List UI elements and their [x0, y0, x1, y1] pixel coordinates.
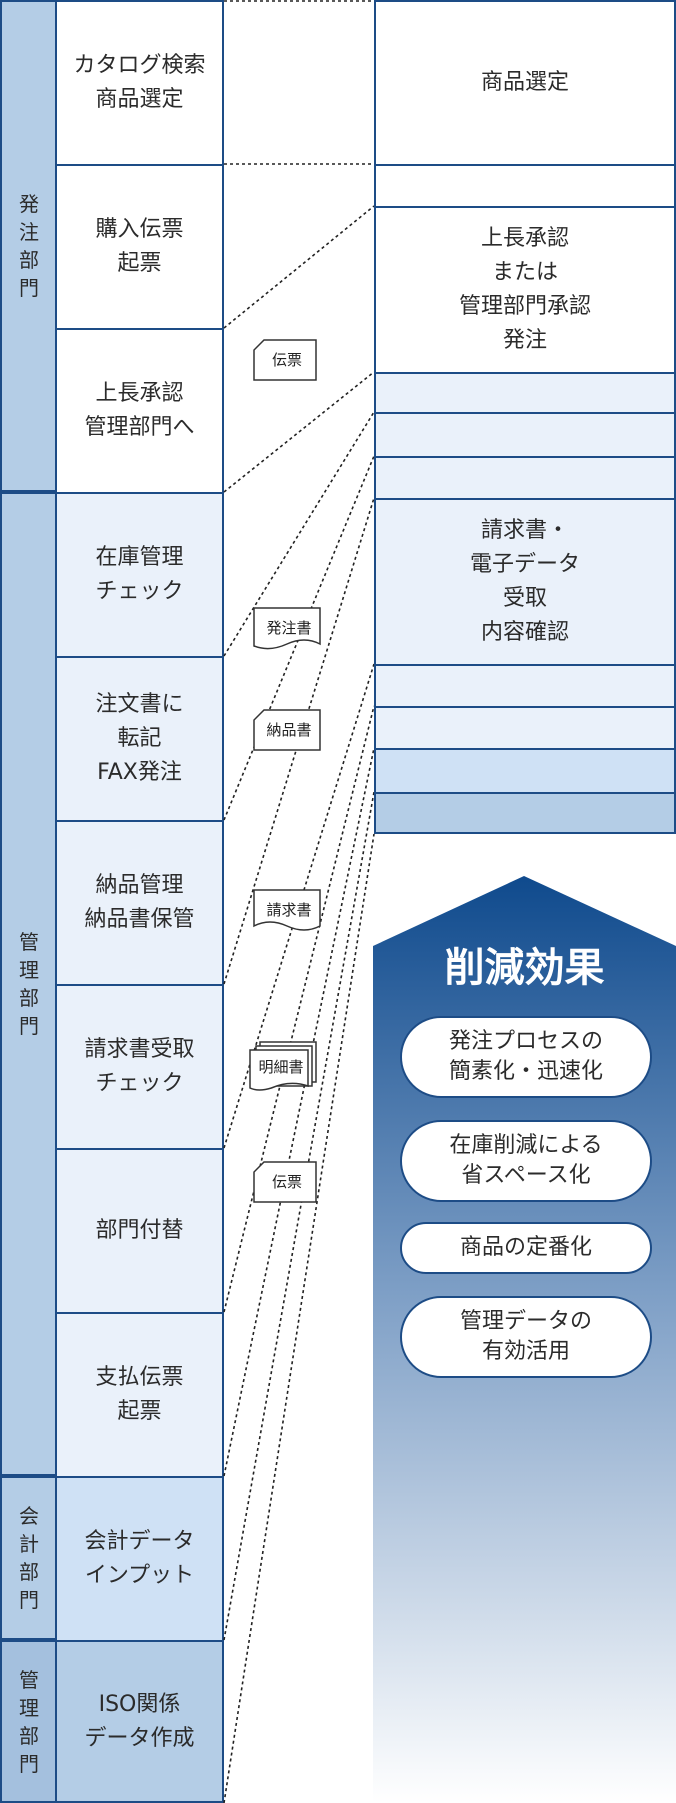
department-block: 管 理 部 門 — [0, 492, 56, 1476]
process-step: 注文書に 転記 FAX発注 — [55, 656, 224, 820]
connector-line — [223, 833, 375, 1803]
streamlined-step — [374, 664, 676, 706]
streamlined-step: 請求書・ 電子データ 受取 内容確認 — [374, 498, 676, 664]
streamlined-step — [374, 748, 676, 792]
connector-line — [223, 205, 375, 329]
benefit-item: 商品の定番化 — [400, 1222, 652, 1274]
department-block: 管 理 部 門 — [0, 1640, 56, 1803]
process-step: 請求書受取 チェック — [55, 984, 224, 1148]
process-step: 納品管理 納品書保管 — [55, 820, 224, 984]
process-step: ISO関係 データ作成 — [55, 1640, 224, 1803]
benefit-item: 管理データの 有効活用 — [400, 1296, 652, 1378]
streamlined-step — [374, 164, 676, 206]
svg-text:伝票: 伝票 — [272, 1173, 302, 1191]
streamlined-step — [374, 792, 676, 834]
process-step: 部門付替 — [55, 1148, 224, 1312]
benefit-item: 発注プロセスの 簡素化・迅速化 — [400, 1016, 652, 1098]
department-block: 発 注 部 門 — [0, 0, 56, 492]
process-step: 在庫管理 チェック — [55, 492, 224, 656]
document-tag: 納品書 — [253, 709, 321, 751]
connector-line — [223, 705, 375, 1313]
process-step: 上長承認 管理部門へ — [55, 328, 224, 492]
process-step: カタログ検索 商品選定 — [55, 0, 224, 164]
process-step: 購入伝票 起票 — [55, 164, 224, 328]
streamlined-step — [374, 456, 676, 498]
svg-text:納品書: 納品書 — [266, 721, 311, 739]
svg-text:発注書: 発注書 — [266, 619, 311, 637]
document-tag: 明細書 — [249, 1041, 317, 1091]
svg-text:伝票: 伝票 — [272, 351, 302, 369]
department-label: 会 計 部 門 — [19, 1504, 39, 1612]
benefit-item: 在庫削減による 省スペース化 — [400, 1120, 652, 1202]
streamlined-step: 商品選定 — [374, 0, 676, 164]
connector-line — [223, 747, 375, 1477]
document-tag: 発注書 — [253, 607, 321, 650]
streamlined-step: 上長承認 または 管理部門承認 発注 — [374, 206, 676, 372]
connector-line — [223, 371, 375, 493]
effect-title: 削減効果 — [444, 945, 605, 991]
document-tag: 請求書 — [253, 889, 321, 931]
svg-text:請求書: 請求書 — [266, 901, 311, 919]
document-tag: 伝票 — [253, 339, 317, 381]
department-label: 発 注 部 門 — [19, 192, 39, 300]
department-block: 会 計 部 門 — [0, 1476, 56, 1640]
process-step: 支払伝票 起票 — [55, 1312, 224, 1476]
streamlined-step — [374, 706, 676, 748]
process-step: 会計データ インプット — [55, 1476, 224, 1640]
department-label: 管 理 部 門 — [19, 1667, 39, 1776]
department-label: 管 理 部 門 — [19, 930, 39, 1038]
streamlined-step — [374, 372, 676, 412]
svg-text:明細書: 明細書 — [258, 1058, 303, 1076]
document-tag: 伝票 — [253, 1161, 317, 1203]
streamlined-step — [374, 412, 676, 456]
